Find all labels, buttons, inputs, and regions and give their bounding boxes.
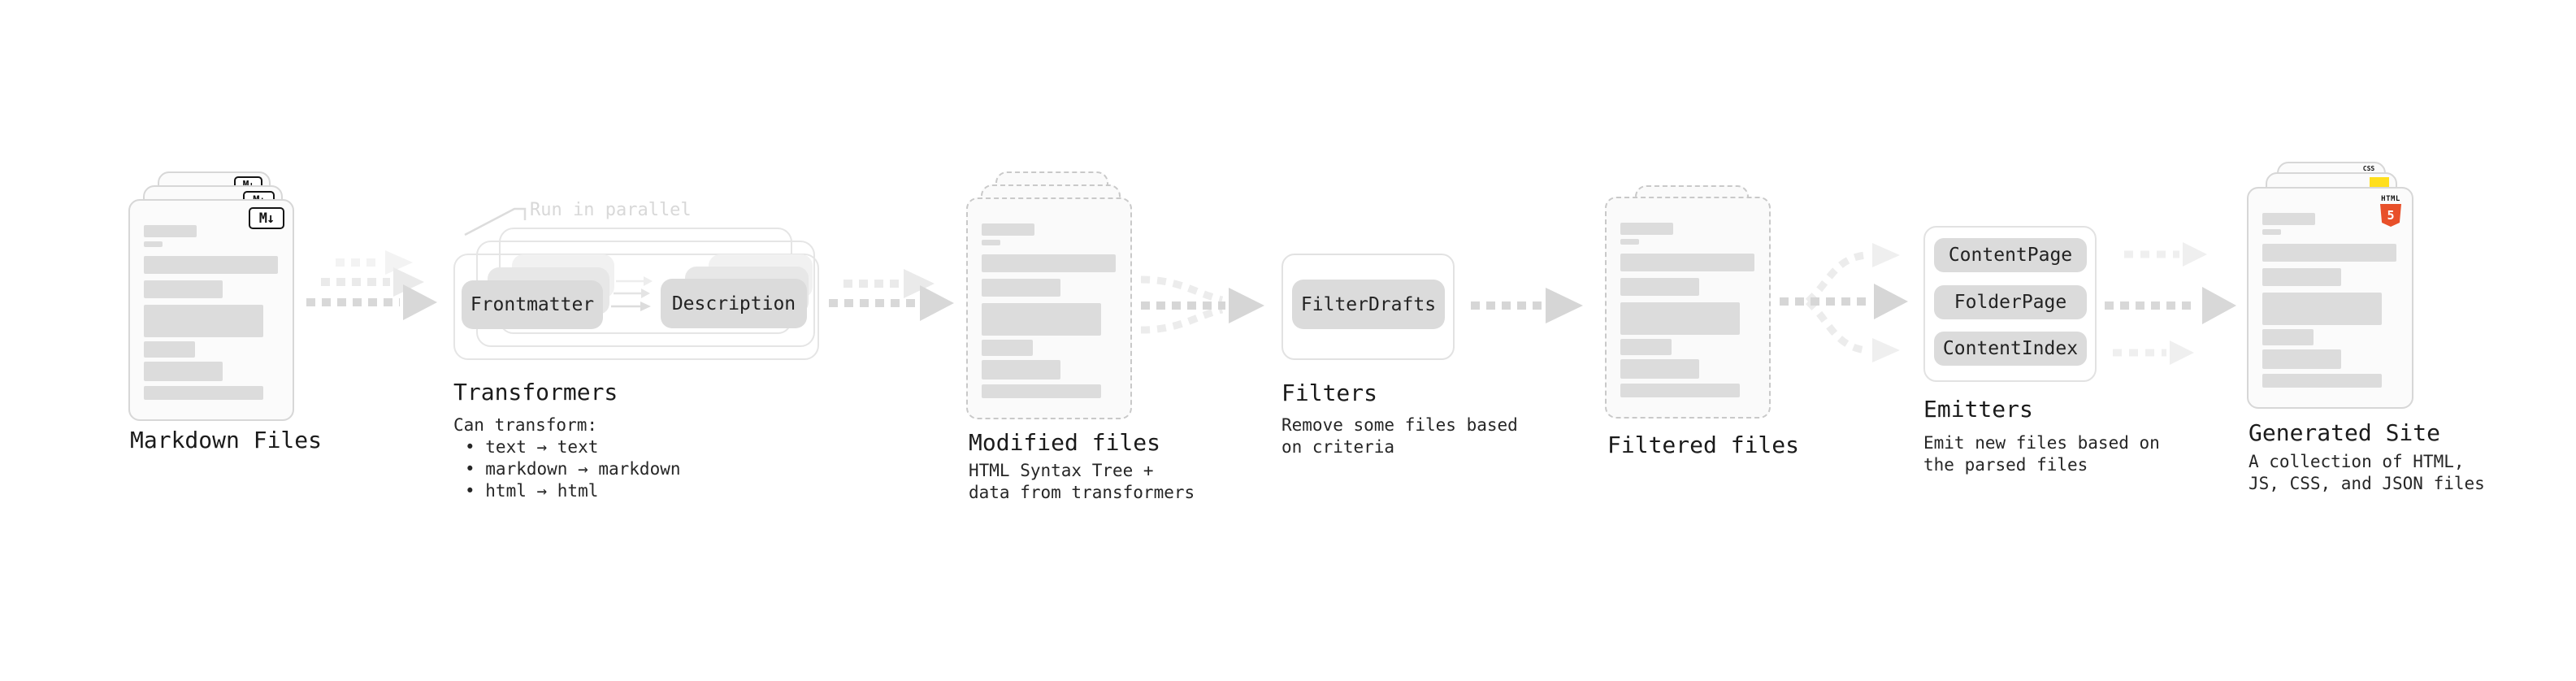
folderpage-box: FolderPage <box>1934 285 2087 319</box>
arrows-emitters-to-generated <box>2105 242 2236 365</box>
text-line-placeholder <box>982 340 1033 356</box>
text-line-placeholder <box>1620 239 1639 245</box>
text-line-placeholder <box>982 240 1000 245</box>
text-line-placeholder <box>144 305 263 337</box>
filterdrafts-box: FilterDrafts <box>1292 280 1445 329</box>
text-line-placeholder <box>1620 339 1672 355</box>
text-line-placeholder <box>2262 244 2396 262</box>
subtitle-line: on criteria <box>1281 437 1395 457</box>
frontmatter-box: Frontmatter <box>462 280 603 329</box>
subtitle-line: data from transformers <box>969 483 1195 502</box>
text-line-placeholder <box>982 254 1116 272</box>
text-line-placeholder <box>982 223 1034 236</box>
text-line-placeholder <box>2262 293 2382 325</box>
arrow-markdown-to-transformers <box>306 250 437 320</box>
text-line-placeholder <box>2262 268 2341 286</box>
emitters-subtitle: Emit new files based on the parsed files <box>1923 432 2160 476</box>
markdown-icon: M↓ <box>249 207 284 229</box>
text-line-placeholder <box>1620 254 1754 271</box>
text-line-placeholder <box>2262 229 2281 235</box>
text-line-placeholder <box>1620 359 1699 379</box>
generated-site-title: Generated Site <box>2249 419 2441 446</box>
description-line: • html → html <box>465 481 599 501</box>
subtitle-line: Emit new files based on <box>1923 433 2160 453</box>
transformer-container-front <box>453 254 819 360</box>
generated-site-subtitle: A collection of HTML, JS, CSS, and JSON … <box>2249 451 2485 495</box>
text-line-placeholder <box>2262 329 2314 345</box>
transformers-title: Transformers <box>453 379 618 406</box>
text-line-placeholder <box>2262 213 2315 225</box>
text-line-placeholder <box>144 256 278 274</box>
emitters-title: Emitters <box>1923 396 2033 423</box>
filtered-files-title: Filtered files <box>1607 432 1800 458</box>
text-line-placeholder <box>144 386 263 400</box>
html5-icon-label: HTML <box>2381 195 2400 203</box>
css-icon-label: CSS <box>2362 165 2375 172</box>
text-line-placeholder <box>144 280 223 298</box>
subtitle-line: the parsed files <box>1923 455 2088 475</box>
description-line: • markdown → markdown <box>465 459 681 479</box>
description-box: Description <box>661 279 807 328</box>
text-line-placeholder <box>1620 302 1740 335</box>
description-line: Can transform: <box>453 415 598 435</box>
markdown-file-front: M↓ <box>128 199 294 421</box>
modified-files-subtitle: HTML Syntax Tree + data from transformer… <box>969 460 1195 504</box>
subtitle-line: HTML Syntax Tree + <box>969 461 1154 480</box>
text-line-placeholder <box>144 225 197 237</box>
subtitle-line: A collection of HTML, <box>2249 452 2465 471</box>
contentpage-box: ContentPage <box>1934 238 2087 272</box>
js-icon <box>2370 177 2389 188</box>
filters-subtitle: Remove some files based on criteria <box>1281 414 1518 458</box>
markdown-files-title: Markdown Files <box>130 427 323 453</box>
text-line-placeholder <box>1620 278 1699 296</box>
text-line-placeholder <box>1620 384 1740 397</box>
run-in-parallel-annotation: Run in parallel <box>530 200 692 220</box>
arrow-transformers-to-modified <box>829 269 954 321</box>
filtered-file-front <box>1605 197 1771 419</box>
text-line-placeholder <box>982 279 1060 297</box>
text-line-placeholder <box>144 362 223 381</box>
subtitle-line: JS, CSS, and JSON files <box>2249 474 2485 493</box>
contentindex-box: ContentIndex <box>1934 332 2087 366</box>
html5-icon: HTML 5 <box>2379 195 2402 227</box>
arrow-filtered-to-emitters <box>1780 243 1908 362</box>
filters-title: Filters <box>1281 380 1378 406</box>
modified-file-front <box>966 197 1132 419</box>
transformers-description: Can transform: • text → text • markdown … <box>453 414 681 502</box>
text-line-placeholder <box>144 241 163 247</box>
generated-file-html: HTML 5 <box>2247 187 2413 409</box>
description-line: • text → text <box>465 437 599 457</box>
arrow-filters-to-filtered <box>1471 288 1583 323</box>
text-line-placeholder <box>2262 349 2341 369</box>
text-line-placeholder <box>982 360 1060 380</box>
subtitle-line: Remove some files based <box>1281 415 1518 435</box>
html5-icon-shield: 5 <box>2380 204 2401 227</box>
text-line-placeholder <box>982 303 1101 336</box>
arrow-modified-to-filters <box>1140 275 1264 334</box>
text-line-placeholder <box>1620 223 1673 235</box>
modified-files-title: Modified files <box>969 429 1161 456</box>
text-line-placeholder <box>982 384 1101 398</box>
text-line-placeholder <box>2262 374 2382 388</box>
text-line-placeholder <box>144 341 195 358</box>
